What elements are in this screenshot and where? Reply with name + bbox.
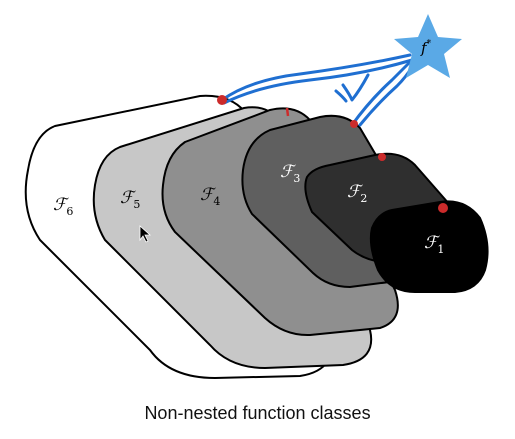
marker-f2 [378, 153, 386, 161]
class-region-f1 [369, 200, 489, 293]
annotation-line-to-f6 [220, 53, 412, 102]
label-f5: ℱ5 [120, 188, 140, 211]
marker-f1 [438, 203, 448, 213]
target-star: f* [394, 14, 462, 78]
label-f3: ℱ3 [280, 162, 300, 185]
marker-f6 [217, 95, 227, 105]
annotation-line-to-f3 [350, 60, 412, 127]
mouse-cursor-icon [139, 225, 152, 243]
marker-tick [285, 107, 290, 117]
marker-points [217, 95, 448, 213]
label-f2: ℱ2 [347, 182, 367, 205]
label-f4: ℱ4 [200, 185, 220, 208]
diagram-caption: Non-nested function classes [144, 403, 371, 423]
star-icon [394, 14, 462, 78]
label-f1: ℱ1 [424, 233, 444, 256]
annotation-squiggle [334, 73, 370, 103]
marker-f3 [350, 120, 358, 128]
target-label: f* [420, 39, 432, 57]
annotation-line-to-f6-second [222, 58, 414, 105]
label-f6: ℱ6 [53, 195, 73, 218]
